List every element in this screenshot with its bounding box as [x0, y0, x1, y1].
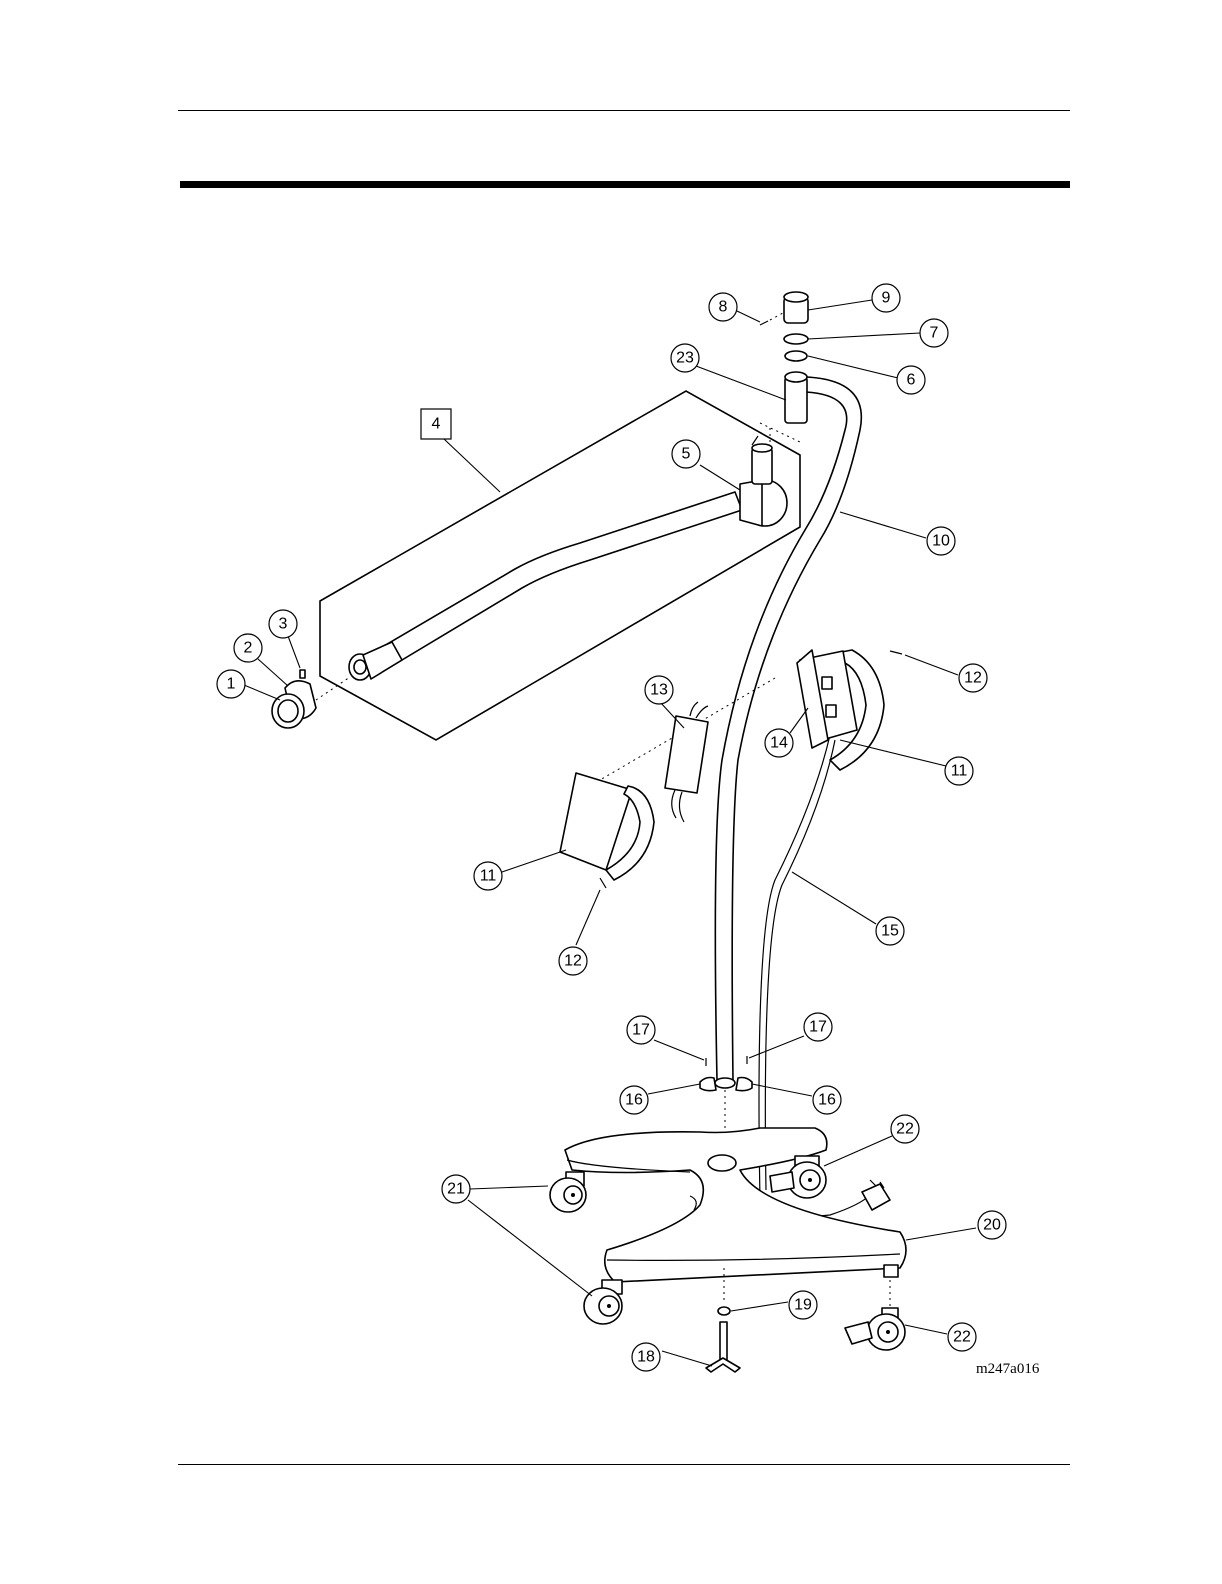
- callout-10: 10: [927, 527, 955, 555]
- callout-6: 6: [897, 366, 925, 394]
- callout-11-right: 11: [945, 757, 973, 785]
- base-foot: [884, 1265, 898, 1277]
- callout-8-label: 8: [719, 299, 728, 316]
- callout-2-label: 2: [244, 640, 253, 657]
- set-screw: [300, 670, 305, 678]
- callout-5-label: 5: [682, 446, 691, 463]
- callout-17-right-label: 17: [809, 1019, 827, 1036]
- wing-bolt-handle: [706, 1358, 740, 1372]
- arm-tube: [372, 492, 742, 672]
- callout-9-label: 9: [882, 290, 891, 307]
- callout-17-right: 17: [804, 1013, 832, 1041]
- callout-16-right-label: 16: [818, 1092, 836, 1109]
- housing-screw-left: [600, 878, 606, 888]
- callout-23: 23: [671, 344, 699, 372]
- retaining-ring-7: [784, 334, 808, 344]
- footer-rule: [178, 1464, 1070, 1465]
- callout-3: 3: [269, 610, 297, 638]
- callout-22-rear: 22: [891, 1115, 919, 1143]
- callout-22-front-label: 22: [953, 1329, 971, 1346]
- callout-20: 20: [978, 1211, 1006, 1239]
- callout-22-front: 22: [948, 1323, 976, 1351]
- callout-18-label: 18: [637, 1349, 655, 1366]
- callout-12-right-label: 12: [964, 670, 982, 687]
- left-housing: [560, 773, 654, 888]
- arm-assembly-group: [320, 391, 800, 740]
- callout-14-label: 14: [770, 735, 788, 752]
- base-group: [565, 1128, 906, 1300]
- callout-22-rear-label: 22: [896, 1121, 914, 1138]
- callout-8: 8: [709, 293, 737, 321]
- callout-4: 4: [421, 409, 451, 439]
- wing-bolt-shaft: [720, 1322, 727, 1362]
- callout-7-label: 7: [930, 325, 939, 342]
- callout-4-label: 4: [432, 416, 441, 433]
- callout-14: 14: [765, 729, 793, 757]
- callout-9: 9: [872, 284, 900, 312]
- retaining-ring-6: [785, 351, 807, 361]
- callout-2: 2: [234, 634, 262, 662]
- callout-16-right: 16: [813, 1086, 841, 1114]
- callout-19: 19: [789, 1291, 817, 1319]
- callout-16-left-label: 16: [625, 1092, 643, 1109]
- callout-12-left: 12: [559, 947, 587, 975]
- callout-10-label: 10: [932, 533, 950, 550]
- callout-11-left: 11: [474, 862, 502, 890]
- callout-21: 21: [442, 1175, 470, 1203]
- knob-parts: [272, 670, 350, 728]
- callout-1: 1: [217, 670, 245, 698]
- callout-13: 13: [645, 676, 673, 704]
- plug: [862, 1180, 890, 1210]
- callout-19-label: 19: [794, 1297, 812, 1314]
- caster-left-rear: [550, 1172, 586, 1212]
- callout-11-right-label: 11: [951, 763, 968, 780]
- caster-left-front: [584, 1280, 622, 1324]
- arm-joint-post: [752, 448, 772, 484]
- callout-3-label: 3: [279, 616, 288, 633]
- callout-15-label: 15: [881, 923, 899, 940]
- callout-16-left: 16: [620, 1086, 648, 1114]
- caster-right-front-brake: [845, 1280, 905, 1350]
- washer-and-bolt: [706, 1307, 740, 1372]
- callout-15: 15: [876, 917, 904, 945]
- callout-20-label: 20: [983, 1217, 1001, 1234]
- callout-7: 7: [920, 319, 948, 347]
- callout-17-left-label: 17: [632, 1022, 650, 1039]
- callout-13-label: 13: [650, 682, 668, 699]
- figure-reference-code: m247a016: [976, 1361, 1039, 1378]
- callout-17-left: 17: [627, 1016, 655, 1044]
- callout-18: 18: [632, 1343, 660, 1371]
- callout-12-left-label: 12: [564, 953, 582, 970]
- callout-11-left-label: 11: [480, 868, 497, 885]
- callout-23-label: 23: [676, 350, 694, 367]
- power-supply: [665, 702, 708, 822]
- callout-21-label: 21: [447, 1181, 465, 1198]
- callout-12-right: 12: [959, 664, 987, 692]
- pole-top-fitting: [785, 377, 807, 423]
- cap-screw: [760, 321, 768, 325]
- callout-6-label: 6: [907, 372, 916, 389]
- callout-1-label: 1: [227, 676, 236, 693]
- housing-screw-right: [890, 651, 902, 654]
- callout-5: 5: [672, 440, 700, 468]
